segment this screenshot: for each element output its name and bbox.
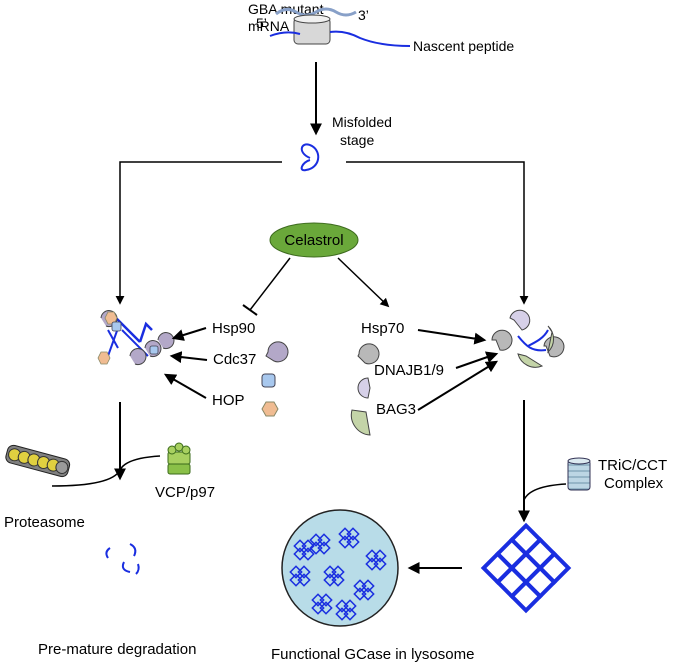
vcp-label: VCP/p97	[155, 484, 215, 501]
hsp90-label: Hsp90	[212, 320, 255, 337]
arrow-misfolded-to-hsp90-complex	[115, 161, 282, 305]
bag3-cochaperone-icon	[350, 409, 371, 436]
misfolded-protein-icon	[300, 143, 320, 172]
hsp70-client-complex	[491, 309, 565, 368]
proteasome-icon	[5, 444, 71, 478]
celastrol-inhibits-hsp90	[249, 257, 291, 311]
mrna-strand	[275, 7, 357, 17]
nascent-peptide-label: Nascent peptide	[413, 38, 514, 54]
celastrol-node	[269, 222, 359, 258]
tric-label-line1: TRiC/CCT	[598, 457, 667, 474]
mrna-label-line2: mRNA	[248, 18, 290, 34]
celastrol-label: Celastrol	[284, 232, 343, 249]
arrow-bag3-to-complex	[417, 360, 499, 411]
degraded-fragments-icon	[105, 543, 140, 575]
premature-degradation-label: Pre-mature degradation	[38, 641, 196, 658]
celastrol-activates-hsp70	[337, 257, 390, 308]
misfolded-label-line2: stage	[340, 132, 374, 148]
misfolded-label-line1: Misfolded	[332, 114, 392, 130]
arrow-hsp90-to-complex	[171, 327, 207, 341]
cdc37-label: Cdc37	[213, 351, 256, 368]
tric-chaperonin-icon	[567, 457, 591, 491]
lysosome-icon	[281, 509, 399, 627]
tric-label-line2: Complex	[604, 475, 664, 492]
bag3-label: BAG3	[376, 401, 416, 418]
five-prime-label: 5’	[256, 15, 267, 31]
arrow-cdc37-to-complex	[169, 351, 208, 364]
dnajb-label: DNAJB1/9	[374, 362, 444, 379]
tric-join-line	[523, 483, 567, 501]
cdc37-cochaperone-icon	[261, 373, 276, 388]
vcp-join-line	[119, 455, 161, 471]
hsp90-client-complex	[97, 310, 175, 366]
arrow-dnajb-to-complex	[455, 351, 499, 369]
vcp-hexamer-icon	[167, 442, 191, 475]
nascent-peptide-chain	[269, 30, 411, 47]
arrow-hop-to-complex	[163, 373, 207, 399]
hsp70-chaperone-icon	[357, 343, 380, 365]
arrow-hsp70-to-complex	[417, 329, 487, 345]
ribosome-icon	[293, 14, 331, 45]
hsp90-chaperone-icon	[265, 341, 289, 363]
hsp70-label: Hsp70	[361, 320, 404, 337]
proteasome-join-line	[51, 469, 121, 487]
arrow-misfolded-to-hsp70-complex	[346, 161, 529, 305]
hop-cochaperone-icon	[261, 401, 279, 417]
folded-gcase-lattice-icon	[480, 522, 572, 614]
proteasome-label: Proteasome	[4, 514, 85, 531]
functional-gcase-label: Functional GCase in lysosome	[271, 646, 474, 663]
hop-label: HOP	[212, 392, 245, 409]
three-prime-label: 3’	[358, 7, 369, 23]
inhibition-bar	[242, 304, 258, 316]
dnajb-cochaperone-icon	[357, 377, 371, 399]
